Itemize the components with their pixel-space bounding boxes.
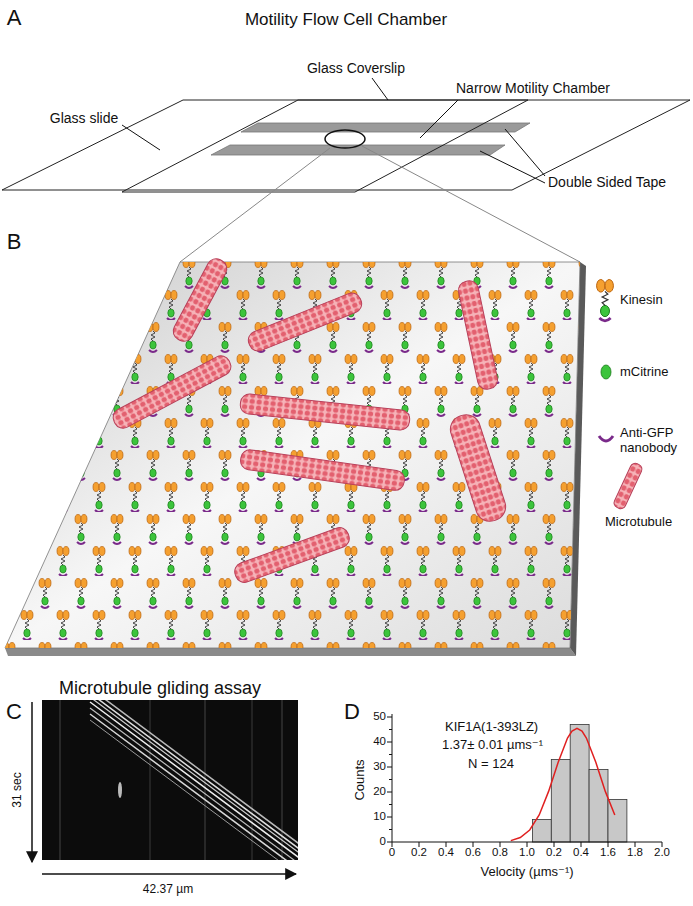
- tick-label: 2.0: [654, 846, 670, 859]
- part-label: Double Sided Tape: [548, 174, 666, 190]
- tick-label: 0.4: [573, 846, 589, 859]
- stat-label: N = 124: [468, 757, 514, 772]
- part-label: Narrow Motility Chamber: [456, 80, 610, 96]
- stat-label: 1.37± 0.01 µms⁻¹: [442, 738, 543, 753]
- panel-letter: B: [7, 229, 22, 254]
- dimension-label: 42.37 µm: [143, 883, 193, 897]
- panel-letter: D: [344, 699, 360, 724]
- tick-label: 30: [373, 760, 386, 773]
- stat-label: KIF1A(1-393LZ): [445, 720, 538, 735]
- panel-letter: A: [7, 5, 22, 30]
- tick-label: 1.0: [519, 846, 535, 859]
- panel-heading: Motility Flow Cell Chamber: [245, 10, 447, 30]
- tick-label: 0.6: [465, 846, 481, 859]
- tick-label: 1.8: [627, 846, 643, 859]
- panel-letter: C: [6, 699, 22, 724]
- part-label: Glass slide: [50, 110, 118, 126]
- kymograph: [32, 688, 310, 884]
- legend-label: Microtubule: [605, 515, 672, 530]
- axis-title: Velocity (µms⁻¹): [480, 865, 573, 880]
- legend-icons: [597, 280, 644, 511]
- gliding-surface: [5, 262, 586, 656]
- tick-label: 20: [373, 785, 386, 798]
- legend-label: Kinesin: [620, 293, 663, 308]
- part-label: Glass Coverslip: [307, 60, 405, 76]
- tick-label: 50: [373, 710, 386, 723]
- tick-label: 0.2: [411, 846, 427, 859]
- tick-label: 0: [380, 835, 386, 848]
- panel-caption: Microtubule gliding assay: [59, 678, 261, 699]
- tick-label: 40: [373, 735, 386, 748]
- dimension-label: 31 sec: [11, 772, 25, 807]
- tick-label: 0.8: [492, 846, 508, 859]
- tick-label: 1.6: [600, 846, 616, 859]
- tick-label: 0.2: [546, 846, 562, 859]
- flow-cell: [2, 78, 690, 262]
- microtubules: [110, 256, 509, 585]
- tick-label: 10: [373, 810, 386, 823]
- histogram: [387, 714, 662, 847]
- legend-label: Anti-GFP nanobody: [620, 426, 686, 456]
- tick-label: 0: [389, 846, 395, 859]
- tick-label: 0.4: [438, 846, 454, 859]
- legend-label: mCitrine: [620, 365, 668, 380]
- axis-title: Counts: [353, 759, 368, 800]
